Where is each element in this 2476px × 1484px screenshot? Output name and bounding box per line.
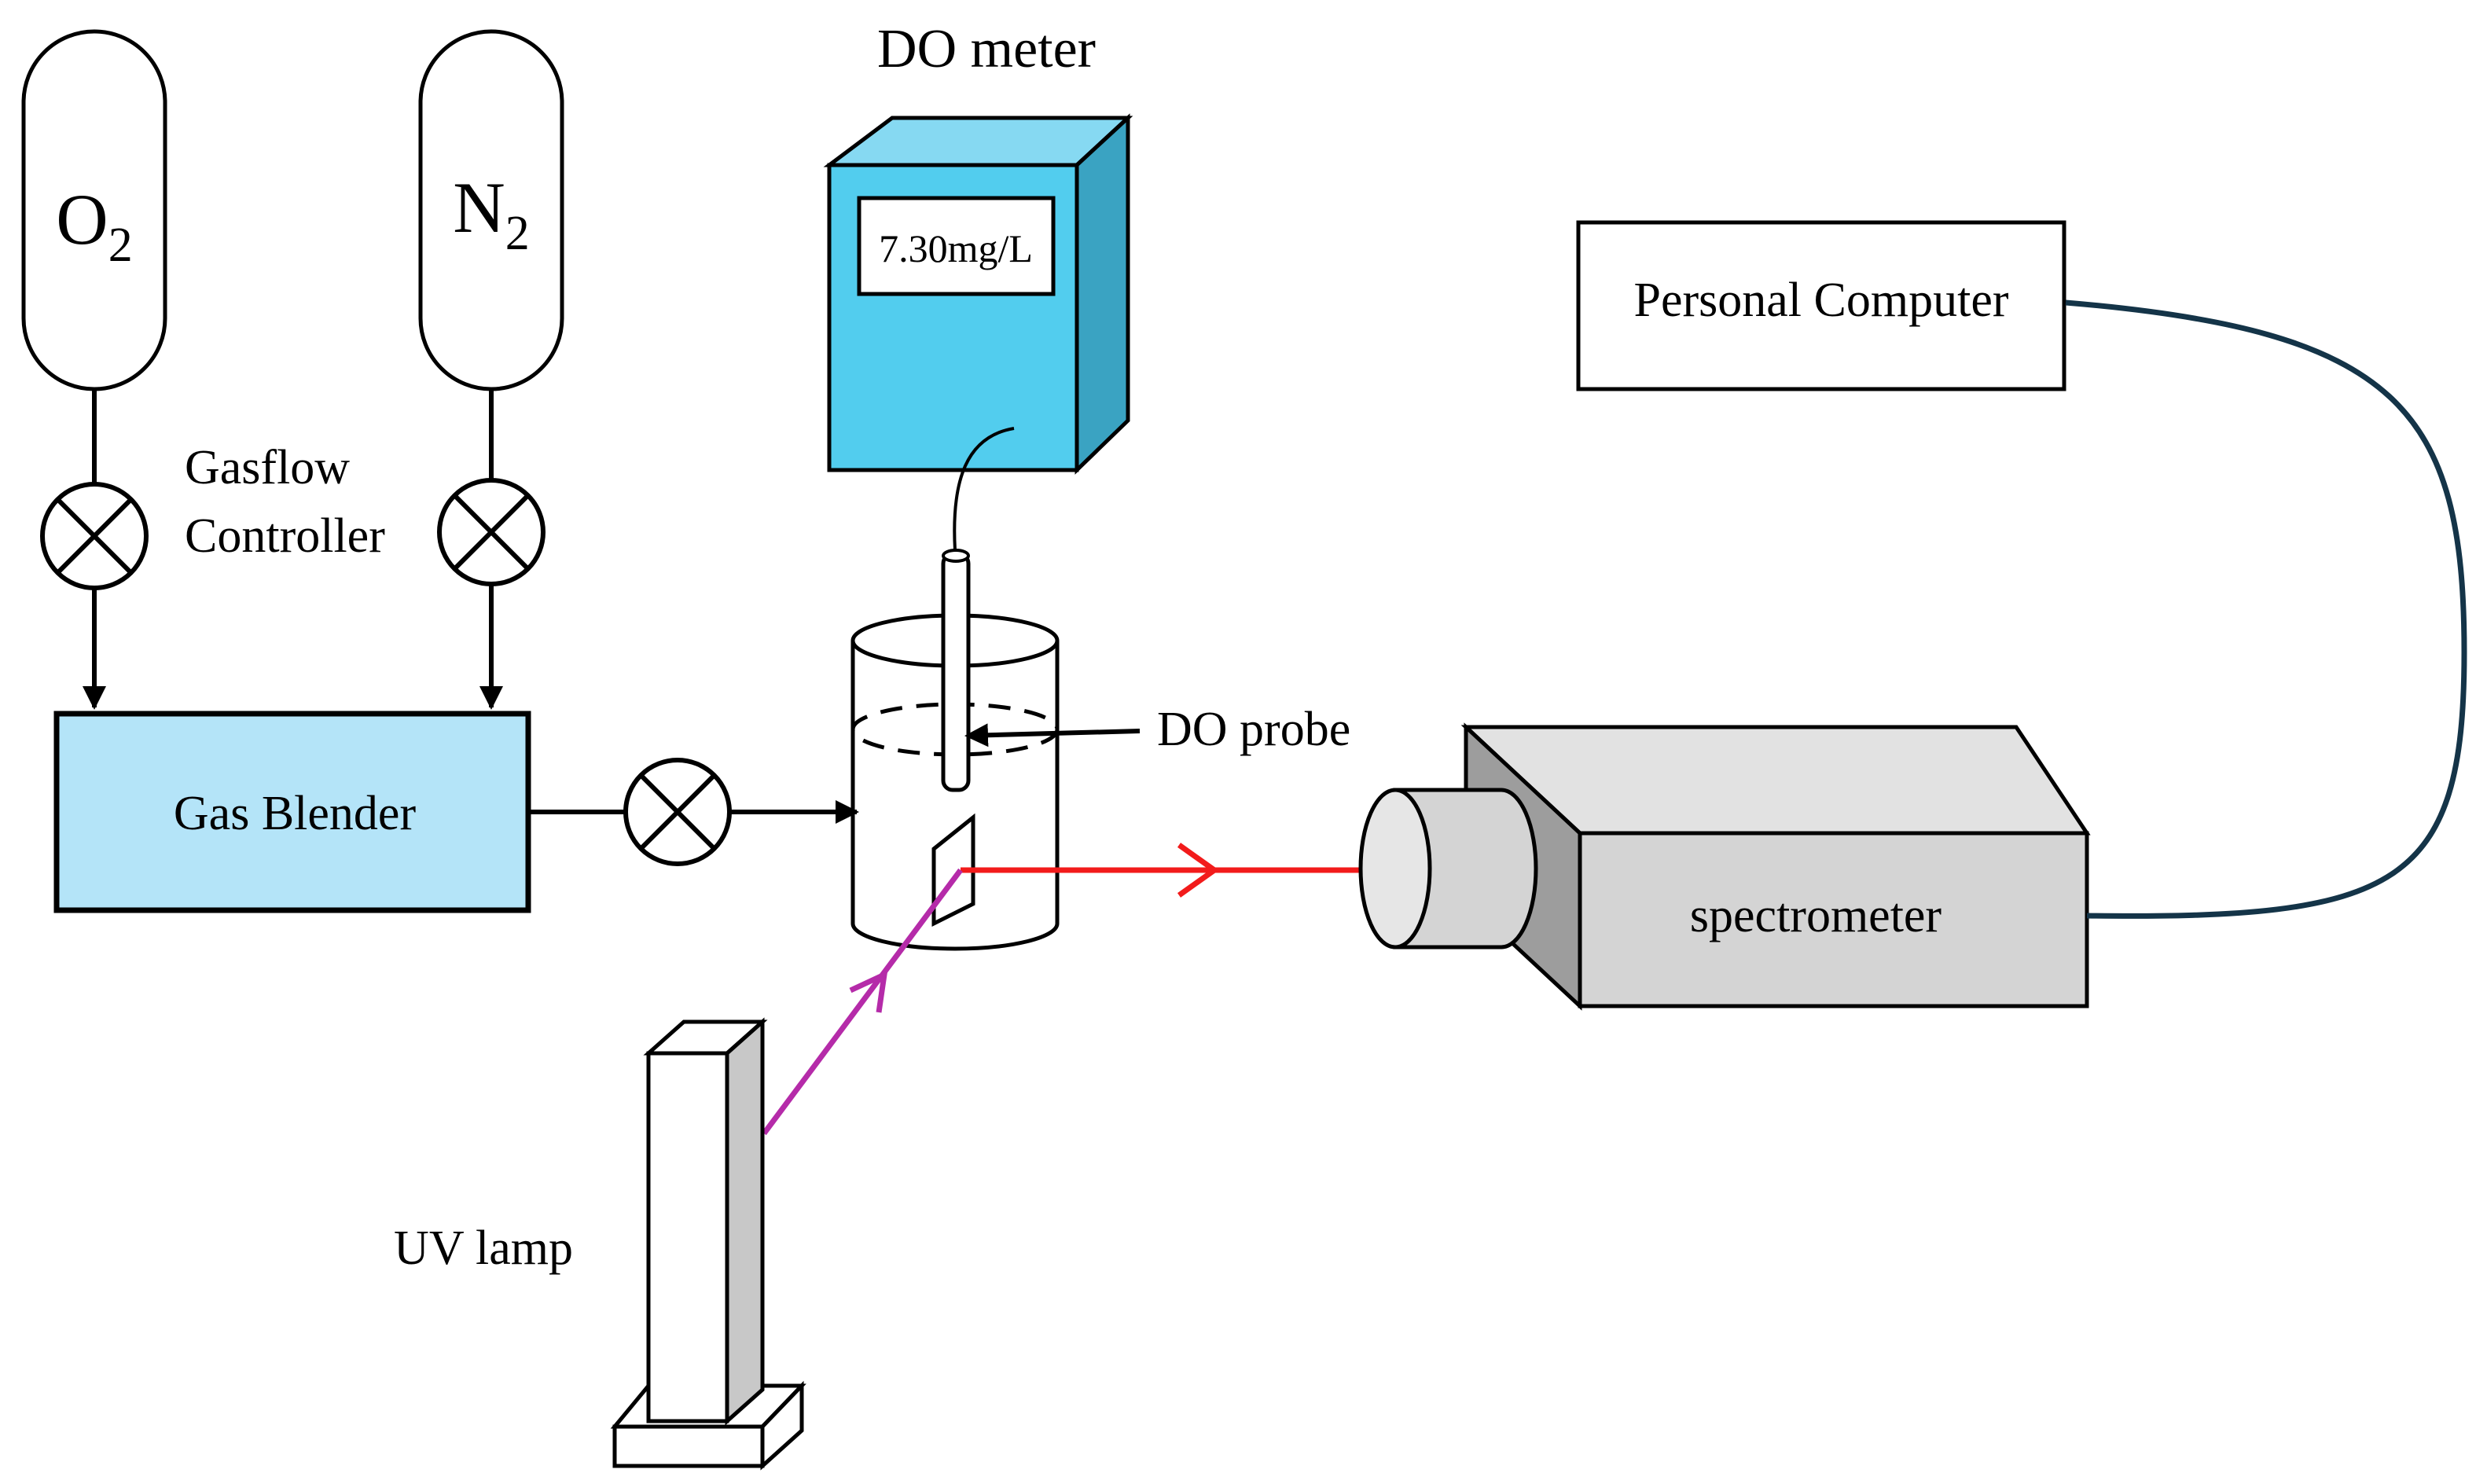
spectrometer-label: spectrometer (1690, 889, 1942, 942)
gasflow-controller-label-line2: Controller (185, 509, 385, 563)
do-probe (941, 549, 971, 792)
o2-subscript: 2 (108, 219, 133, 272)
o2-label: O2 (56, 179, 132, 272)
spectrometer-lens (1358, 788, 1538, 950)
do-meter: 7.30mg/L (823, 113, 1133, 475)
do-probe-pointer-arrow (964, 723, 1141, 748)
n2-gasflow-valve-icon (437, 478, 546, 586)
n2-subscript: 2 (505, 207, 530, 260)
gasflow-controller-label-line1: Gasflow (185, 441, 350, 494)
n2-label: N2 (453, 167, 529, 260)
personal-computer: Personal Computer (1576, 220, 2066, 391)
n2-symbol: N (453, 167, 505, 248)
gas-blender-label: Gas Blender (174, 787, 417, 840)
data-cable (2065, 299, 2467, 919)
emission-light-beam (961, 843, 1398, 898)
n2-cylinder: N2 (418, 29, 564, 391)
do-meter-title: DO meter (877, 19, 1096, 79)
outlet-valve-icon (623, 758, 732, 866)
probe-cable (953, 427, 1015, 551)
uv-light-beam (762, 868, 963, 1136)
do-meter-reading: 7.30mg/L (879, 226, 1033, 270)
do-meter-display (857, 196, 1056, 296)
o2-gasflow-valve-icon (40, 482, 149, 590)
o2-symbol: O (56, 179, 108, 259)
o2-cylinder: O2 (21, 29, 167, 391)
uv-lamp-label: UV lamp (394, 1221, 573, 1275)
do-probe-label: DO probe (1157, 703, 1350, 756)
spectrometer: spectrometer (1460, 722, 2091, 1011)
gas-blender: Gas Blender (53, 711, 531, 913)
uv-lamp (610, 1017, 806, 1471)
personal-computer-label: Personal Computer (1634, 274, 2009, 327)
